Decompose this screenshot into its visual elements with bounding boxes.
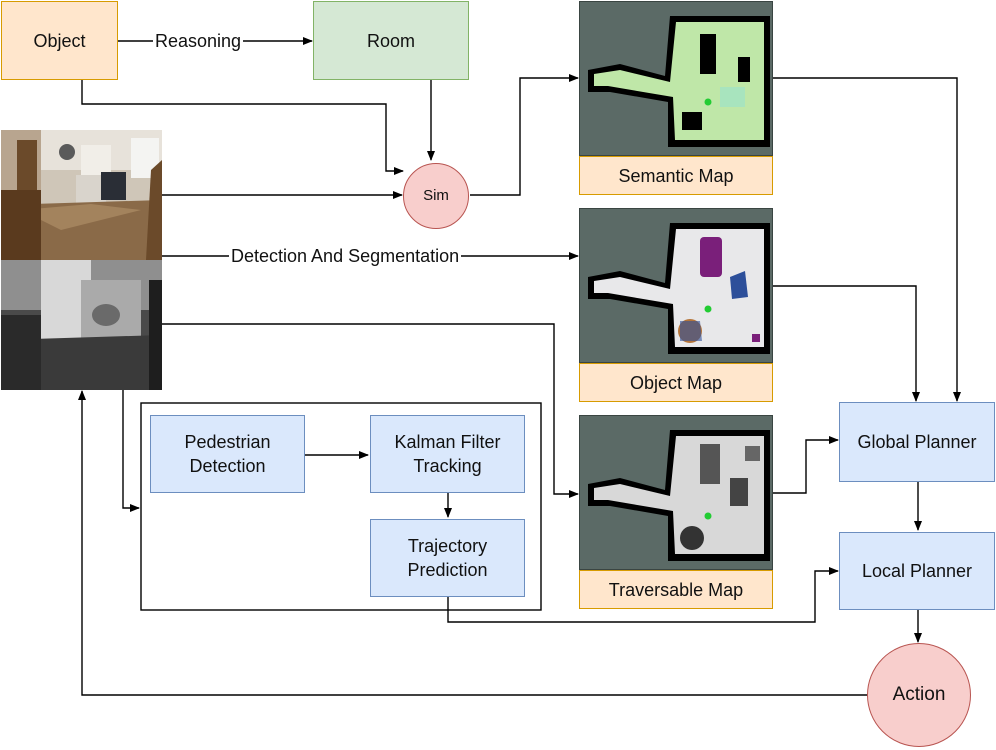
edge-traversable-global: [773, 436, 839, 494]
sim-node: Sim: [403, 163, 469, 229]
rgb-observation-image: [1, 130, 162, 260]
traversable-map-image: [579, 415, 773, 570]
edge-label-detection-segmentation: Detection And Segmentation: [229, 245, 462, 267]
edge-depth-traversable: [162, 323, 579, 498]
edge-action-feedback: [78, 390, 867, 696]
kalman-filter-tracking-node: Kalman Filter Tracking: [370, 415, 525, 493]
pedestrian-detection-node: Pedestrian Detection: [150, 415, 305, 493]
edge-objectmap-global: [773, 285, 920, 402]
traversable-map-label: Traversable Map: [579, 570, 773, 609]
semantic-map-image: [579, 1, 773, 156]
edge-sim-semantic: [470, 74, 579, 196]
edge-semantic-global: [773, 77, 961, 402]
global-planner-node: Global Planner: [839, 402, 995, 482]
pedestrian-group-border: [140, 402, 542, 611]
edge-depth-pedestrian: [122, 390, 140, 512]
local-planner-node: Local Planner: [839, 532, 995, 610]
room-node: Room: [313, 1, 469, 80]
depth-observation-image: [1, 260, 162, 390]
object-node: Object: [1, 1, 118, 80]
trajectory-prediction-node: Trajectory Prediction: [370, 519, 525, 597]
edge-object-sim: [81, 80, 404, 175]
edge-label-reasoning: Reasoning: [153, 30, 244, 52]
action-node: Action: [867, 643, 971, 747]
edge-trajectory-local: [447, 567, 839, 623]
semantic-map-label: Semantic Map: [579, 156, 773, 195]
object-map-label: Object Map: [579, 363, 773, 402]
object-map-image: [579, 208, 773, 363]
